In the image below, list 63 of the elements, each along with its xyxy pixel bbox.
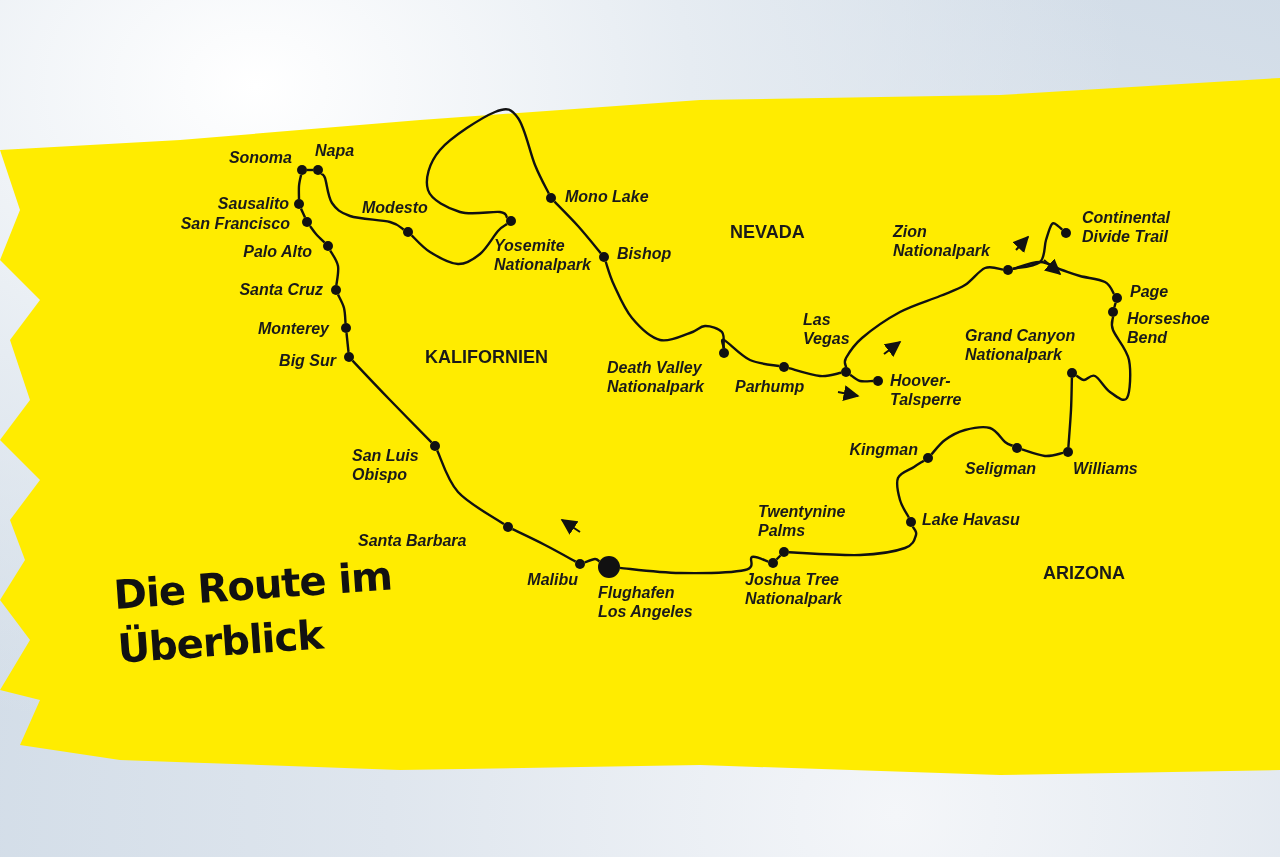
region-label: NEVADA <box>730 222 805 243</box>
route-line <box>329 249 340 286</box>
route-line <box>345 332 350 353</box>
place-label: Horseshoe Bend <box>1127 309 1211 347</box>
place-label: Modesto <box>362 198 429 217</box>
route-line <box>299 208 307 218</box>
place-label: Sonoma <box>227 148 292 167</box>
place-label: Parhump <box>735 377 806 396</box>
route-line <box>425 108 550 219</box>
route-line <box>1012 222 1064 270</box>
route-line <box>309 225 326 244</box>
route-line <box>1067 377 1074 448</box>
route-line <box>1075 316 1132 401</box>
route-line <box>336 294 347 324</box>
route-line <box>436 450 505 526</box>
place-label: Sausalito <box>216 194 289 213</box>
place-label: Death Valley Nationalpark <box>607 358 705 396</box>
place-label: Flughafen Los Angeles <box>598 583 694 621</box>
route-line <box>320 172 405 231</box>
place-label: Lake Havasu <box>922 510 1021 529</box>
place-label: Page <box>1130 282 1170 301</box>
route-line <box>351 359 433 444</box>
place-label: Santa Barbara <box>358 531 468 550</box>
route-line <box>1113 302 1117 308</box>
place-label: Bishop <box>617 244 673 263</box>
route-line <box>1021 448 1064 458</box>
place-label: Hoover-Talsperre <box>890 371 963 409</box>
route-line <box>410 222 508 266</box>
place-label: Twentynine Palms <box>758 502 847 540</box>
route-line <box>849 373 874 383</box>
route-line <box>788 367 842 378</box>
place-label: Grand Canyon Nationalpark <box>965 326 1077 364</box>
route-line <box>788 526 918 557</box>
route-line <box>843 265 1004 368</box>
place-label: Zion Nationalpark <box>893 222 991 260</box>
place-label: Seligman <box>965 459 1038 478</box>
place-label: Santa Cruz <box>238 280 323 299</box>
place-label: San Francisco <box>179 214 290 233</box>
place-label: Malibu <box>526 570 578 589</box>
place-label: Yosemite Nationalpark <box>494 236 592 274</box>
route-line <box>930 426 1013 456</box>
route-line <box>553 200 602 254</box>
map-title: Die Route im Überblick <box>112 551 395 674</box>
region-label: ARIZONA <box>1043 563 1125 584</box>
place-label: Monterey <box>256 319 329 338</box>
place-label: Joshua Tree Nationalpark <box>745 570 843 608</box>
place-label: Big Sur <box>278 351 336 370</box>
place-label: Williams <box>1073 459 1139 478</box>
route-line <box>297 174 303 200</box>
place-label: Continental Divide Trail <box>1082 208 1172 246</box>
region-label: KALIFORNIEN <box>425 347 548 368</box>
place-label: Las Vegas <box>803 310 851 348</box>
route-line <box>721 338 780 368</box>
place-label: Mono Lake <box>565 187 650 206</box>
route-line <box>619 555 769 575</box>
place-label: Kingman <box>848 440 918 459</box>
route-line <box>512 528 577 563</box>
place-label: San Luis Obispo <box>352 446 420 484</box>
route-line <box>584 557 601 564</box>
place-label: Palo Alto <box>242 242 312 261</box>
place-label: Napa <box>315 141 356 160</box>
route-line <box>604 261 725 349</box>
route-line <box>895 459 925 519</box>
